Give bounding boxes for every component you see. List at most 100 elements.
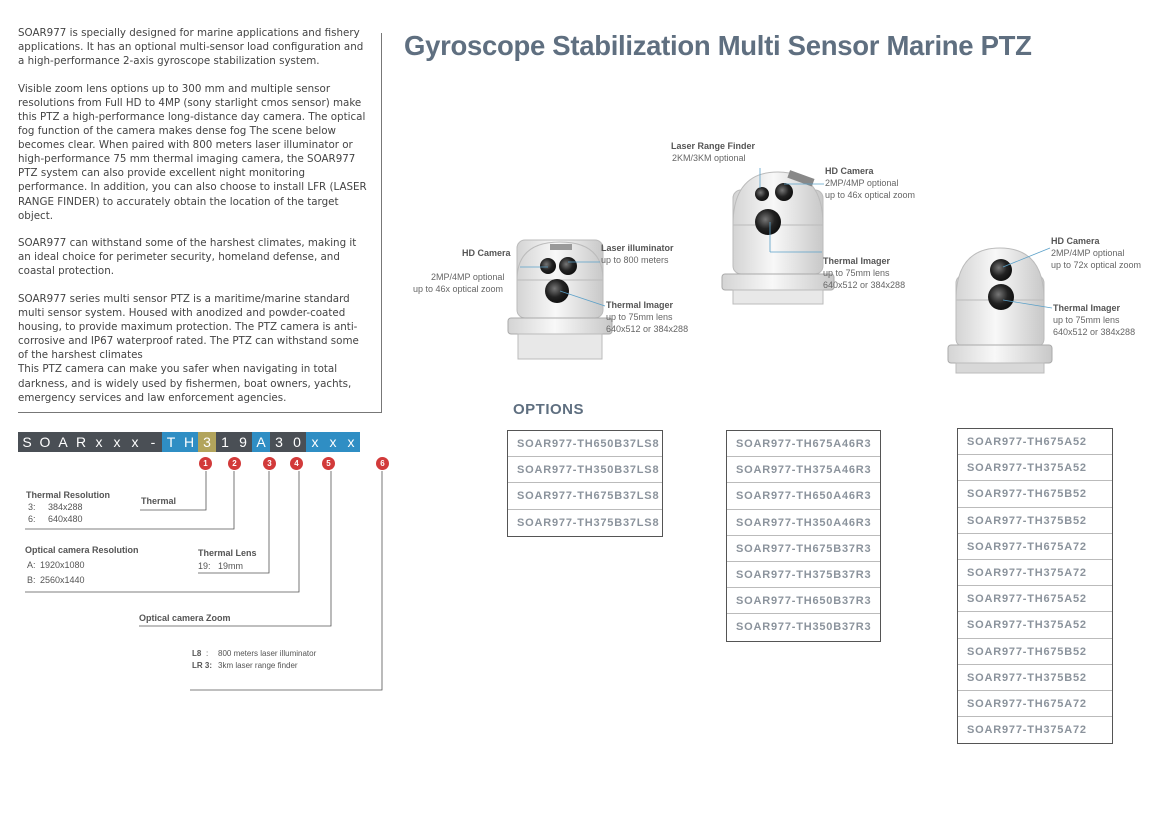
- right-hd-camera-title: HD Camera: [1051, 236, 1100, 246]
- intro-text: SOAR977 is specially designed for marine…: [18, 26, 368, 418]
- thermal-res-3-val: 384x288: [48, 502, 83, 512]
- l8-key: L8: [192, 649, 202, 658]
- optical-zoom-title: Optical camera Zoom: [139, 613, 231, 623]
- l8-sep: :: [206, 649, 209, 658]
- code-connector-lines: [25, 471, 383, 691]
- marker-2: 2: [228, 457, 241, 470]
- middle-thermal-line2: 640x512 or 384x288: [823, 280, 906, 290]
- middle-hd-camera-line1: 2MP/4MP optional: [825, 178, 899, 188]
- code-char: A: [252, 432, 270, 452]
- intro-divider-vertical: [381, 33, 382, 413]
- code-char: 0: [288, 432, 306, 452]
- camera-illustrations: [507, 168, 1053, 374]
- option-item: SOAR977-TH675A52: [958, 429, 1112, 456]
- option-item: SOAR977-TH350B37R3: [736, 621, 872, 634]
- intro-divider-horizontal: [18, 412, 382, 413]
- camera-right-image: [947, 247, 1053, 374]
- code-char: 3: [198, 432, 216, 452]
- thermal-label: Thermal: [141, 496, 177, 506]
- marker-4: 4: [290, 457, 303, 470]
- marker-5: 5: [322, 457, 335, 470]
- middle-lrf-title: Laser Range Finder: [671, 141, 756, 151]
- option-item: SOAR977-TH675A52: [958, 586, 1112, 613]
- option-item: SOAR977-TH675B52: [958, 639, 1112, 665]
- left-laser-line1: up to 800 meters: [601, 255, 669, 265]
- code-char: A: [54, 432, 72, 452]
- option-item: SOAR977-TH650A46R3: [727, 483, 880, 510]
- option-item: SOAR977-TH350B37LS8: [508, 457, 662, 484]
- code-char: -: [144, 432, 162, 452]
- right-hd-camera-line2: up to 72x optical zoom: [1051, 260, 1142, 270]
- code-char: 3: [270, 432, 288, 452]
- option-item: SOAR977-TH375B52: [958, 508, 1112, 534]
- left-laser-title: Laser illuminator: [601, 243, 674, 253]
- left-hd-camera-line1: 2MP/4MP optional: [431, 272, 505, 282]
- code-char: x: [306, 432, 324, 452]
- option-item: SOAR977-TH375A72: [958, 560, 1112, 587]
- marker-1: 1: [199, 457, 212, 470]
- option-item: SOAR977-TH675A46R3: [727, 431, 880, 458]
- option-item: SOAR977-TH675A72: [958, 691, 1112, 718]
- thermal-res-3-key: 3:: [28, 502, 36, 512]
- optical-resolution-title: Optical camera Resolution: [25, 545, 139, 555]
- option-item: SOAR977-TH375A72: [967, 724, 1087, 737]
- middle-lrf-line1: 2KM/3KM optional: [672, 153, 746, 163]
- option-item: SOAR977-TH350A46R3: [727, 510, 880, 536]
- intro-paragraph-4: SOAR977 series multi sensor PTZ is a mar…: [18, 293, 359, 404]
- optical-res-a-key: A:: [27, 560, 36, 570]
- marker-3: 3: [263, 457, 276, 470]
- option-item: SOAR977-TH650B37LS8: [508, 431, 662, 458]
- middle-thermal-line1: up to 75mm lens: [823, 268, 890, 278]
- middle-hd-camera-line2: up to 46x optical zoom: [825, 190, 916, 200]
- options-list-2: SOAR977-TH675A46R3 SOAR977-TH375A46R3 SO…: [726, 430, 881, 642]
- l8-val: 800 meters laser illuminator: [218, 649, 317, 658]
- thermal-res-6-val: 640x480: [48, 514, 83, 524]
- lr3-key: LR 3:: [192, 661, 212, 670]
- code-char: x: [90, 432, 108, 452]
- options-list-3: SOAR977-TH675A52 SOAR977-TH375A52 SOAR97…: [957, 428, 1113, 745]
- left-thermal-title: Thermal Imager: [606, 300, 674, 310]
- intro-paragraph-2: Visible zoom lens options up to 300 mm a…: [18, 82, 367, 222]
- options-heading: OPTIONS: [513, 401, 585, 418]
- thermal-resolution-title: Thermal Resolution: [26, 490, 111, 500]
- option-item: SOAR977-TH375A52: [958, 455, 1112, 482]
- option-item: SOAR977-TH675A72: [958, 534, 1112, 560]
- option-item: SOAR977-TH375A52: [958, 612, 1112, 639]
- camera-middle-image: [721, 170, 835, 305]
- option-item: SOAR977-TH675B52: [958, 481, 1112, 508]
- options-list-1: SOAR977-TH650B37LS8 SOAR977-TH350B37LS8 …: [507, 430, 663, 537]
- thermal-lens-19-val: 19mm: [218, 561, 244, 571]
- thermal-res-6-key: 6:: [28, 514, 36, 524]
- option-item: SOAR977-TH375B37LS8: [517, 516, 660, 529]
- left-hd-camera-title: HD Camera: [462, 248, 511, 258]
- left-hd-camera-line2: up to 46x optical zoom: [413, 284, 504, 294]
- option-item: SOAR977-TH375B52: [958, 665, 1112, 691]
- option-item: SOAR977-TH675B37LS8: [508, 483, 662, 510]
- optical-res-a-val: 1920x1080: [40, 560, 85, 570]
- thermal-lens-19-key: 19:: [198, 561, 211, 571]
- optical-res-b-val: 2560x1440: [40, 575, 85, 585]
- option-item: SOAR977-TH375B37R3: [727, 562, 880, 589]
- lr3-val: 3km laser range finder: [218, 661, 298, 670]
- code-char: 1: [216, 432, 234, 452]
- code-char: 9: [234, 432, 252, 452]
- middle-hd-camera-title: HD Camera: [825, 166, 874, 176]
- left-thermal-line2: 640x512 or 384x288: [606, 324, 689, 334]
- code-char: O: [36, 432, 54, 452]
- right-thermal-title: Thermal Imager: [1053, 303, 1121, 313]
- thermal-lens-title: Thermal Lens: [198, 548, 257, 558]
- code-char: T: [162, 432, 180, 452]
- code-char: H: [180, 432, 198, 452]
- camera-left-image: [507, 239, 613, 360]
- option-item: SOAR977-TH650B37R3: [727, 588, 880, 615]
- code-char: x: [324, 432, 342, 452]
- code-char: x: [342, 432, 360, 452]
- middle-thermal-title: Thermal Imager: [823, 256, 891, 266]
- intro-paragraph-1: SOAR977 is specially designed for marine…: [18, 27, 364, 68]
- left-thermal-line1: up to 75mm lens: [606, 312, 673, 322]
- right-thermal-line1: up to 75mm lens: [1053, 315, 1120, 325]
- intro-paragraph-3: SOAR977 can withstand some of the harshe…: [18, 237, 357, 278]
- code-char: R: [72, 432, 90, 452]
- marker-6: 6: [376, 457, 389, 470]
- page-title: Gyroscope Stabilization Multi Sensor Mar…: [404, 30, 1032, 61]
